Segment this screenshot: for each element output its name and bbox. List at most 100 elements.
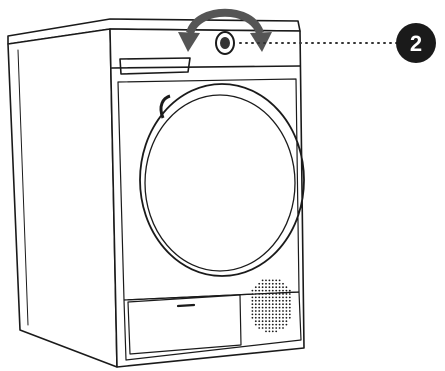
grille-dot [271, 306, 274, 309]
grille-dot [275, 303, 278, 306]
grille-dot [261, 282, 264, 285]
grille-dot [282, 320, 284, 323]
grille-dot [258, 293, 261, 295]
grille-dot [268, 299, 271, 302]
callout-circle [396, 23, 436, 63]
hatch-handle [176, 303, 196, 308]
grille-dot [254, 296, 257, 299]
knob-inner [220, 37, 230, 49]
grille-dot [251, 293, 254, 295]
grille-dot [275, 296, 278, 299]
grille-dot [254, 316, 257, 319]
grille-dot [288, 299, 291, 302]
grille-dot [278, 296, 281, 299]
grille-dot [282, 310, 284, 312]
grille-dot [251, 316, 254, 319]
grille-dot [275, 330, 278, 333]
grille-dot [278, 306, 281, 309]
grille-dot [285, 293, 288, 295]
grille-dot [278, 279, 281, 282]
dryer-side [7, 28, 118, 368]
grille-dot [271, 330, 274, 333]
grille-dot [254, 289, 257, 292]
grille-dot [251, 313, 254, 316]
grille-dot [265, 282, 267, 285]
grille-dot [261, 303, 264, 306]
grille-dot [275, 323, 278, 326]
grille-dot [258, 323, 261, 326]
grille-dot [282, 303, 284, 306]
grille-dot [275, 320, 278, 323]
grille-dot [285, 323, 288, 326]
grille-dot [265, 306, 267, 309]
bottom-hatch [127, 294, 242, 355]
grille-dot [261, 310, 264, 312]
grille-dot [282, 289, 284, 292]
grille-dot [271, 299, 274, 302]
grille-dot [268, 327, 271, 329]
grille-dot [278, 289, 281, 292]
grille-dot [261, 313, 264, 316]
grille-dot [265, 286, 267, 289]
grille-dot [271, 293, 274, 295]
grille-dot [251, 299, 254, 302]
grille-dot [268, 310, 271, 312]
grille-dot [285, 306, 288, 309]
grille-dot [261, 289, 264, 292]
grille-dot [275, 310, 278, 312]
grille-dot [268, 303, 271, 306]
grille-dot [285, 303, 288, 306]
grille-dot [268, 279, 271, 282]
dryer-body [7, 18, 305, 368]
grille-dot [268, 330, 271, 333]
grille-dot [265, 289, 267, 292]
grille-dot [261, 327, 264, 329]
grille-dot [254, 303, 257, 306]
grille-dot [268, 320, 271, 323]
grille-dot [288, 296, 291, 299]
grille-dot [261, 296, 264, 299]
grille-dot [285, 320, 288, 323]
grille-dot [268, 282, 271, 285]
grille-dot [251, 296, 254, 299]
grille-dot [261, 299, 264, 302]
grille-dot [278, 303, 281, 306]
grille-dot [258, 320, 261, 323]
grille-dot [278, 323, 281, 326]
program-knob-icon[interactable] [215, 31, 235, 55]
grille-dot [254, 323, 257, 326]
grille-dot [258, 282, 261, 285]
grille-dot [285, 289, 288, 292]
grille-dot [265, 320, 267, 323]
grille-dot [271, 323, 274, 326]
grille-dot [285, 316, 288, 319]
grille-dot [261, 279, 264, 282]
door-inner-ring [144, 94, 296, 272]
side-edge [17, 49, 29, 326]
grille-dot [268, 323, 271, 326]
rotate-arrow-arc [186, 8, 264, 35]
grille-dot [265, 279, 267, 282]
grille-dot [254, 320, 257, 323]
grille-dot [275, 316, 278, 319]
grille-dot [261, 323, 264, 326]
rotate-arrow-head-left [178, 32, 200, 52]
grille-dot [275, 286, 278, 289]
grille-dot [265, 313, 267, 316]
grille-dot [282, 282, 284, 285]
grille-dot [261, 306, 264, 309]
kick-panel [123, 291, 302, 361]
grille-dot [285, 296, 288, 299]
grille-dot [265, 303, 267, 306]
grille-dot [258, 316, 261, 319]
grille-dot [275, 279, 278, 282]
grille-dot [282, 299, 284, 302]
grille-dot [271, 327, 274, 329]
grille-dot [268, 296, 271, 299]
grille-dot [265, 310, 267, 312]
grille-dot [268, 286, 271, 289]
grille-dot [265, 296, 267, 299]
grille-dot [254, 306, 257, 309]
grille-dot [282, 316, 284, 319]
